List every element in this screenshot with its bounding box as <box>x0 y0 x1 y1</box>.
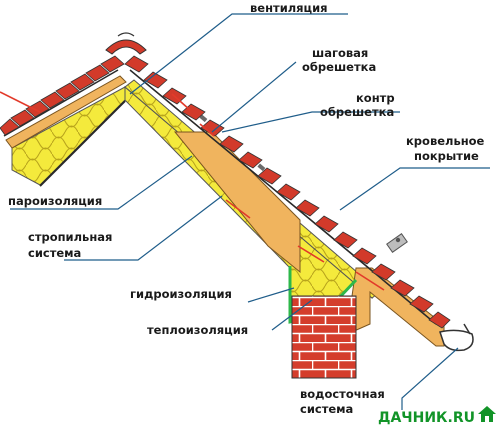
label-vapor-barrier: пароизоляция <box>8 194 102 208</box>
label-counter-batten-1: контр <box>356 91 395 105</box>
brand-logo: ДАЧНИК.RU <box>378 406 496 426</box>
leader-roof-cover <box>339 167 490 211</box>
label-waterproofing: гидроизоляция <box>130 287 232 301</box>
leader-vapor-barrier <box>10 155 193 210</box>
leader-rafter <box>64 195 223 261</box>
label-insulation: теплоизоляция <box>147 323 248 337</box>
left-membrane-line <box>3 69 119 137</box>
label-roof-cover-2: покрытие <box>414 149 479 163</box>
ridge-cap <box>117 32 135 37</box>
snow-guard-icon <box>386 233 408 253</box>
label-rafter-2: система <box>28 246 81 260</box>
leader-counter-batten <box>221 111 400 133</box>
labels: вентиляция шаговая обрешетка контр обреш… <box>8 1 485 416</box>
label-drainage-2: система <box>300 402 353 416</box>
right-rafter-board <box>173 131 301 274</box>
brick-wall <box>291 295 357 379</box>
left-slope <box>0 55 127 187</box>
left-roof-tiles <box>0 55 125 136</box>
label-ventilation: вентиляция <box>250 1 328 15</box>
label-step-batten-1: шаговая <box>312 46 368 60</box>
right-slope <box>124 55 451 347</box>
leader-ventilation <box>129 13 348 95</box>
ridge-tile <box>105 39 147 55</box>
label-counter-batten-2: обрешетка <box>320 105 394 119</box>
red-dash-markers <box>0 91 385 291</box>
leader-waterproofing <box>247 287 295 303</box>
house-icon <box>478 406 496 422</box>
leader-lines <box>10 13 490 410</box>
label-roof-cover-1: кровельное <box>406 134 485 148</box>
right-roof-tiles <box>124 55 451 329</box>
ridge <box>105 32 147 55</box>
brand-text: ДАЧНИК.RU <box>378 410 475 426</box>
leader-drainage <box>401 347 459 410</box>
label-step-batten-2: обрешетка <box>302 60 376 74</box>
label-drainage-1: водосточная <box>300 387 385 401</box>
left-rafter-board <box>5 75 127 149</box>
label-rafter-1: стропильная <box>28 230 112 244</box>
leader-insulation <box>271 299 313 331</box>
left-vapor-barrier-line <box>39 100 126 187</box>
leader-step-batten <box>211 61 297 133</box>
gutter-icon <box>439 323 474 352</box>
